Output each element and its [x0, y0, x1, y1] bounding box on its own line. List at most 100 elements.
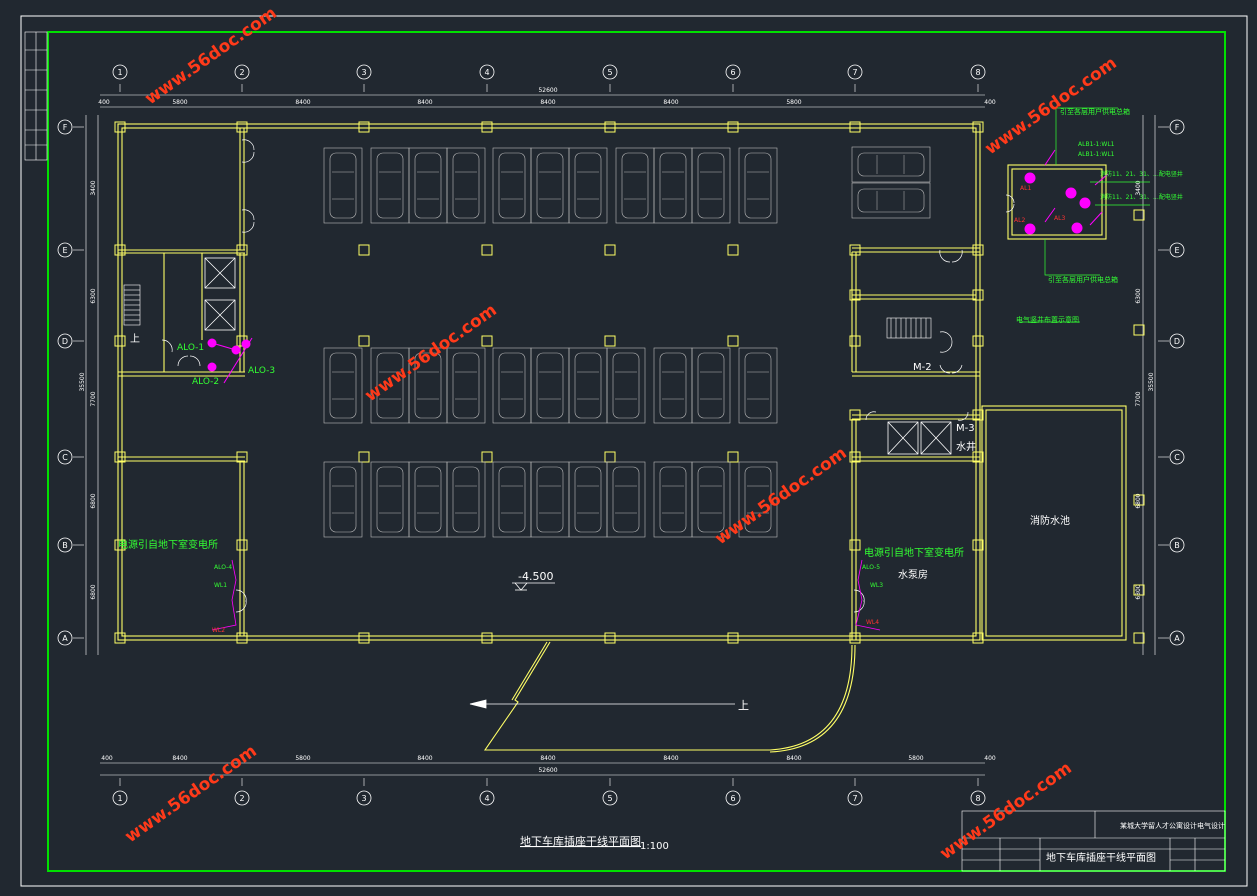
dim-bottom-6: 8400 [786, 755, 801, 762]
dim-bottom-0: 400 [101, 755, 113, 762]
dim-bottom-3: 8400 [417, 755, 432, 762]
row-axis-B: B [57, 537, 84, 553]
parking-space-32 [738, 461, 778, 538]
column-10 [727, 121, 739, 133]
label-up-left: 上 [130, 333, 140, 345]
label-right-power: 电源引自地下室变电所 [864, 546, 964, 559]
column-47 [849, 539, 861, 551]
dim-bottom-total: 52600 [538, 767, 557, 774]
svg-text:6: 6 [730, 68, 735, 77]
row-axis-B: B [1158, 537, 1185, 553]
drawing-title: 地下车库插座干线平面图 [520, 834, 641, 848]
dimension-top [100, 94, 985, 108]
parking-space-14 [446, 347, 486, 424]
svg-text:A: A [62, 634, 68, 643]
svg-text:5: 5 [607, 68, 612, 77]
svg-text:E: E [62, 246, 67, 255]
column-axis-1: 1 [112, 64, 128, 92]
svg-text:8: 8 [975, 794, 980, 803]
column-axis-1: 1 [112, 778, 128, 806]
dim-bottom-2: 5800 [295, 755, 310, 762]
dim-bottom-1: 8400 [172, 755, 187, 762]
svg-text:A: A [1174, 634, 1180, 643]
column-40 [604, 451, 616, 463]
column-37 [849, 335, 861, 347]
column-21 [972, 335, 984, 347]
elevation-label: -4.500 [518, 570, 553, 583]
dim-right-total: 35500 [1148, 372, 1155, 391]
row-axis-C: C [57, 449, 84, 465]
parking-space-29 [606, 461, 646, 538]
column-42 [849, 451, 861, 463]
dim-bottom-7: 5800 [908, 755, 923, 762]
parking-space-11 [323, 347, 363, 424]
column-54 [1133, 494, 1145, 506]
parking-space-21 [738, 347, 778, 424]
title-block-name: 地下车库插座干线平面图 [1046, 851, 1156, 864]
column-24 [114, 539, 126, 551]
parking-space-7 [615, 147, 655, 224]
column-1 [114, 632, 126, 644]
svg-text:5: 5 [607, 794, 612, 803]
label-alb1: ALB1-1:WL1 [1078, 141, 1115, 148]
parking-space-3 [446, 147, 486, 224]
column-49 [972, 289, 984, 301]
column-55 [1133, 584, 1145, 596]
row-axis-A: A [57, 630, 84, 646]
label-alo3: ALO-3 [248, 366, 275, 376]
watermark-3: www.56doc.com [711, 443, 850, 549]
svg-text:6: 6 [730, 794, 735, 803]
svg-text:3: 3 [361, 794, 366, 803]
ramp-up-label: 上 [738, 699, 749, 712]
label-pump-room: 水泵房 [898, 568, 928, 581]
parking-space-1 [370, 147, 410, 224]
column-11 [727, 632, 739, 644]
label-m3: M-3 [956, 423, 975, 434]
drawing-frame [47, 31, 1226, 872]
parking-space-30 [653, 461, 693, 538]
label-al1: AL1 [1020, 185, 1031, 192]
row-axis-E: E [57, 242, 84, 258]
structural-columns [114, 121, 1145, 644]
row-axis-D: D [1158, 333, 1185, 349]
svg-text:B: B [62, 541, 68, 550]
column-48 [849, 289, 861, 301]
dim-right-4: 6800 [1135, 584, 1142, 599]
stair-left [123, 284, 141, 326]
column-22 [114, 451, 126, 463]
column-34 [481, 335, 493, 347]
column-19 [972, 244, 984, 256]
svg-text:2: 2 [239, 794, 244, 803]
dim-top-3: 8400 [417, 99, 432, 106]
column-33 [358, 335, 370, 347]
svg-text:7: 7 [852, 68, 857, 77]
title-block [961, 810, 1226, 872]
ramp-arrow [469, 699, 735, 709]
parking-space-18 [606, 347, 646, 424]
dim-left-1: 6300 [90, 288, 97, 303]
svg-text:F: F [63, 123, 68, 132]
parking-space-22 [323, 461, 363, 538]
column-axis-7: 7 [847, 64, 863, 92]
label-electric-room: 电气竖井布置示意图 [1016, 315, 1079, 324]
column-12 [849, 121, 861, 133]
column-27 [972, 632, 984, 644]
dim-right-1: 6300 [1135, 288, 1142, 303]
parking-space-15 [492, 347, 532, 424]
column-45 [236, 451, 248, 463]
dim-left-0: 3400 [90, 180, 97, 195]
column-46 [236, 539, 248, 551]
parking-space-27 [530, 461, 570, 538]
parking-space-34 [851, 182, 931, 219]
column-9 [604, 632, 616, 644]
column-axis-5: 5 [602, 778, 618, 806]
dim-bottom-4: 8400 [540, 755, 555, 762]
row-axis-F: F [57, 119, 84, 135]
svg-text:D: D [1174, 337, 1180, 346]
svg-text:C: C [62, 453, 68, 462]
dim-top-6: 5800 [786, 99, 801, 106]
row-axis-C: C [1158, 449, 1185, 465]
